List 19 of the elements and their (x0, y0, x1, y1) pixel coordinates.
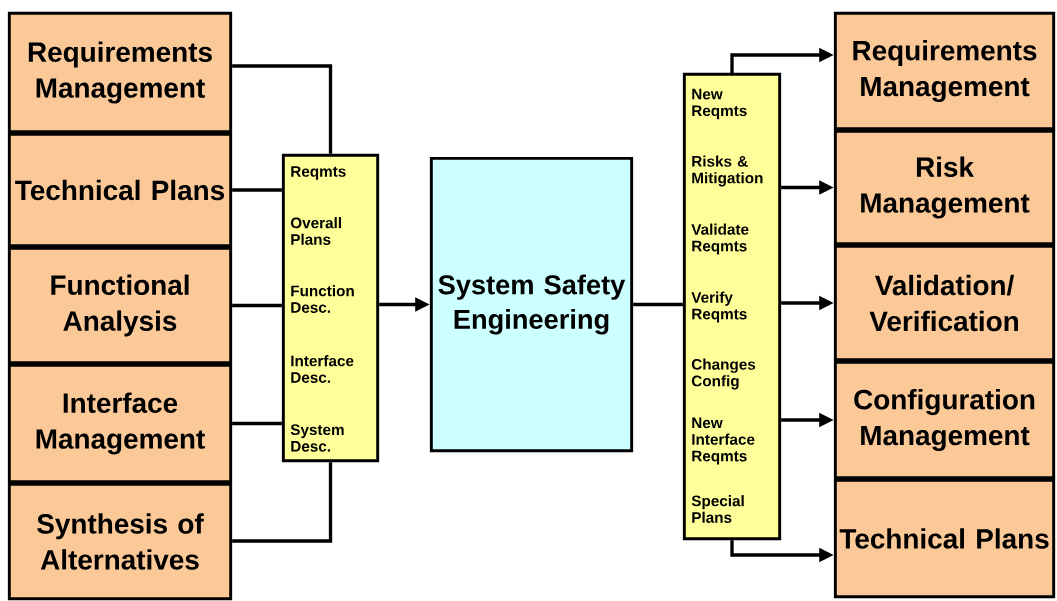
connector-line (232, 64, 333, 154)
process-box: Requirements Management (7, 11, 233, 134)
connector-line (232, 462, 333, 543)
process-box: Configuration Management (833, 360, 1056, 480)
connector-line (232, 421, 282, 426)
connector-line (232, 303, 282, 308)
process-box: Synthesis of Alternatives (7, 482, 233, 601)
central-box: System Safety Engineering (429, 156, 634, 453)
process-box: Technical Plans (7, 132, 233, 248)
process-box: Technical Plans (833, 478, 1056, 599)
process-box: Interface Management (7, 363, 233, 484)
process-box: Risk Management (833, 129, 1056, 246)
process-box: Functional Analysis (7, 246, 233, 365)
connector-line (633, 302, 683, 307)
list-box: Reqmts Overall Plans Function Desc. Interface Desc. System Desc. (281, 153, 380, 463)
list-box: New Reqmts Risks & Mitigation Validate Reqmts Verify Reqmts Changes Config New Interface Reqmts Special Plans (682, 72, 782, 541)
connector-line (232, 188, 282, 192)
process-box: Validation/ Verification (833, 244, 1056, 362)
process-box: Requirements Management (833, 11, 1056, 131)
